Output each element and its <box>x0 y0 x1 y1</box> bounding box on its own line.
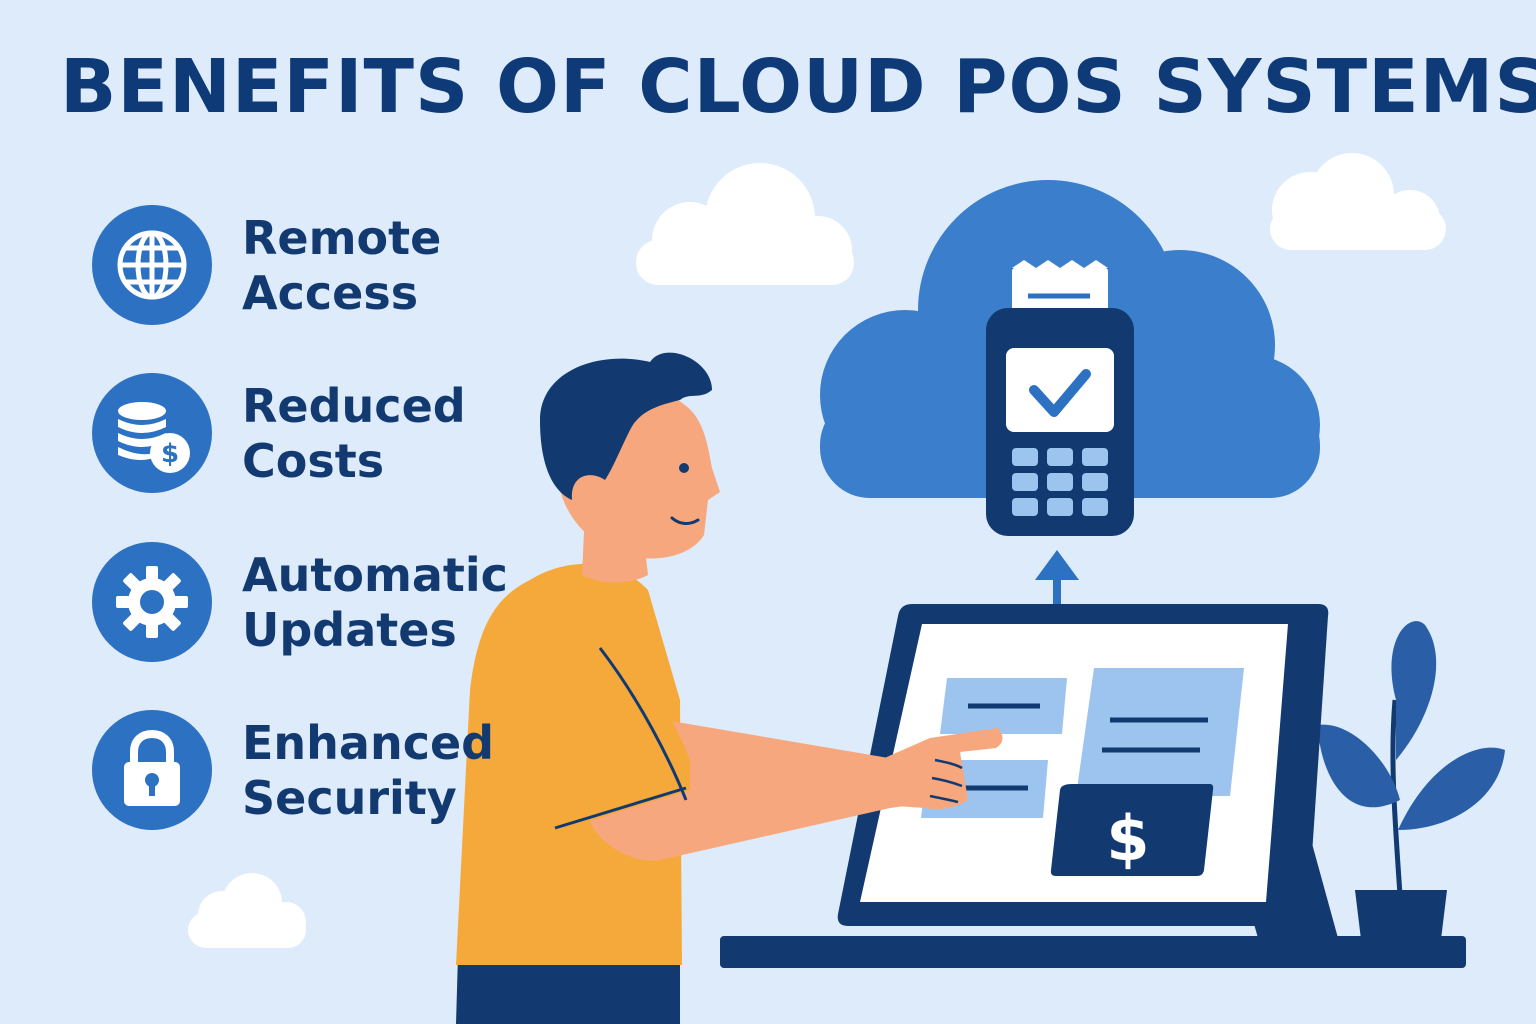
coins-badge: $ <box>92 373 212 493</box>
cloud-icon <box>1270 153 1446 250</box>
gear-icon <box>116 566 188 638</box>
pos-terminal <box>986 260 1134 536</box>
gear-badge <box>92 542 212 662</box>
monitor: $ <box>837 604 1329 926</box>
coins-dollar-icon: $ <box>118 402 190 473</box>
padlock-badge <box>92 710 212 830</box>
benefit-reduced-costs: $ Reduced Costs <box>92 373 502 495</box>
globe-icon <box>117 230 187 300</box>
cloud-icon <box>188 873 306 948</box>
benefit-label: Enhanced Security <box>242 716 495 825</box>
desk <box>720 936 1466 968</box>
benefit-enhanced-security: Enhanced Security <box>92 710 502 832</box>
benefit-label: Automatic Updates <box>242 548 508 657</box>
svg-text:$: $ <box>161 439 179 469</box>
cloud-icon <box>636 163 854 285</box>
dollar-sign: $ <box>1106 802 1149 875</box>
arrow-up-icon <box>1035 550 1079 613</box>
benefit-label: Remote Access <box>242 211 442 320</box>
page-title: BENEFITS OF CLOUD POS SYSTEMS <box>60 44 1536 130</box>
plant-icon <box>1318 621 1505 956</box>
benefit-label: Reduced Costs <box>242 379 466 488</box>
benefit-remote-access: Remote Access <box>92 205 502 327</box>
padlock-icon <box>124 730 180 806</box>
keypad <box>1012 448 1108 516</box>
benefit-automatic-updates: Automatic Updates <box>92 542 508 664</box>
globe-badge <box>92 205 212 325</box>
person <box>456 352 1003 1024</box>
checkmark-icon <box>1029 369 1091 417</box>
